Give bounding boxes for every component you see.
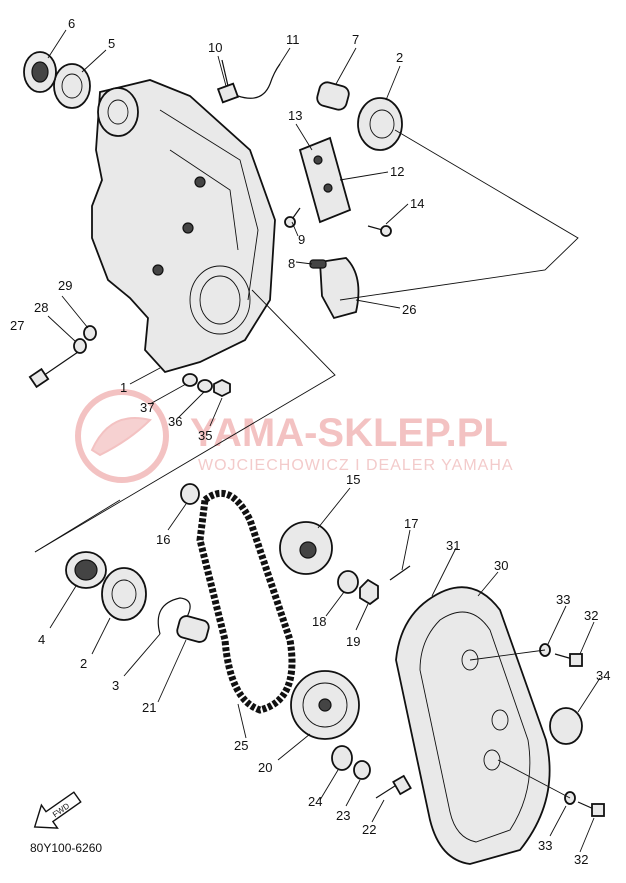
callout-14: 14 <box>410 196 424 211</box>
callout-3: 3 <box>112 678 119 693</box>
callout-10: 10 <box>208 40 222 55</box>
callout-17: 17 <box>404 516 418 531</box>
washer-part-28 <box>73 338 87 354</box>
callout-37: 37 <box>140 400 154 415</box>
callout-6: 6 <box>68 16 75 31</box>
callout-7: 7 <box>352 32 359 47</box>
washer-part-18 <box>337 570 359 594</box>
callout-28: 28 <box>34 300 48 315</box>
collar-part-21 <box>176 615 210 643</box>
callout-5: 5 <box>108 36 115 51</box>
callout-20: 20 <box>258 760 272 775</box>
washer-part-23 <box>353 760 371 780</box>
callout-26: 26 <box>402 302 416 317</box>
collar-part-7 <box>316 81 350 111</box>
callout-labels: 6 5 10 11 7 2 13 12 14 9 8 26 29 28 27 1… <box>10 16 610 867</box>
callout-18: 18 <box>312 614 326 629</box>
callout-15: 15 <box>346 472 360 487</box>
pin-part-8 <box>309 259 327 269</box>
washer-part-36 <box>197 379 213 393</box>
washer-part-37 <box>182 373 198 387</box>
callout-22: 22 <box>362 822 376 837</box>
nut-part-35 <box>213 378 231 398</box>
callout-36: 36 <box>168 414 182 429</box>
cap-part-34 <box>549 707 583 745</box>
bolt-part-22 <box>375 774 412 799</box>
callout-25: 25 <box>234 738 248 753</box>
callout-33b: 33 <box>538 838 552 853</box>
forward-arrow-icon: FWD <box>33 791 82 829</box>
sensor-part-10 <box>216 59 240 104</box>
callout-1: 1 <box>120 380 127 395</box>
callout-23: 23 <box>336 808 350 823</box>
bolt-part-9 <box>284 207 301 228</box>
seal-part-4 <box>65 551 107 589</box>
callout-27: 27 <box>10 318 24 333</box>
callout-32a: 32 <box>584 608 598 623</box>
ring-part-16 <box>180 483 200 505</box>
sprocket-part-20 <box>290 670 360 740</box>
bearing-part-2-upper <box>357 97 403 151</box>
washer-part-29 <box>83 325 97 341</box>
callout-34: 34 <box>596 668 610 683</box>
bearing-part-2-lower <box>101 567 147 621</box>
callout-2a: 2 <box>396 50 403 65</box>
bearing-part-5 <box>53 63 91 109</box>
watermark-title: YAMA-SKLEP.PL <box>190 411 508 455</box>
bolt-part-14 <box>367 225 392 237</box>
callout-16: 16 <box>156 532 170 547</box>
cotter-pin-part-17 <box>389 565 411 581</box>
nut-part-19 <box>359 578 379 606</box>
washer-part-24 <box>331 745 353 771</box>
tensioner-plate-part-12 <box>298 136 352 224</box>
watermark-logo <box>75 389 169 483</box>
sprocket-part-15 <box>279 521 333 575</box>
figure-code: 80Y100-6260 <box>30 841 102 855</box>
callout-29: 29 <box>58 278 72 293</box>
callout-19: 19 <box>346 634 360 649</box>
callout-33a: 33 <box>556 592 570 607</box>
callout-31: 31 <box>446 538 460 553</box>
bolt-part-27 <box>28 351 79 389</box>
tensioner-shoe-part-26 <box>319 257 360 320</box>
watermark-subtitle: WOJCIECHOWICZ I DEALER YAMAHA <box>198 457 514 474</box>
callout-35: 35 <box>198 428 212 443</box>
seal-part-6 <box>23 51 57 93</box>
callout-24: 24 <box>308 794 322 809</box>
drive-chain-part-25 <box>196 489 296 714</box>
hose-part-11 <box>237 63 281 99</box>
callout-11: 11 <box>286 32 300 47</box>
callout-2b: 2 <box>80 656 87 671</box>
callout-32b: 32 <box>574 852 588 867</box>
chaincase-housing <box>91 79 276 374</box>
bolt-part-32-lower <box>577 801 605 817</box>
callout-9: 9 <box>298 232 305 247</box>
leader-lines <box>47 29 601 853</box>
circlip-part-3 <box>157 597 191 635</box>
callout-30: 30 <box>494 558 508 573</box>
callout-12: 12 <box>390 164 404 179</box>
callout-8: 8 <box>288 256 295 271</box>
chaincase-cover-part-30 <box>395 586 551 865</box>
watermark: YAMA-SKLEP.PL WOJCIECHOWICZ I DEALER YAM… <box>75 389 514 483</box>
bolt-part-32-upper <box>554 653 583 667</box>
callout-4: 4 <box>38 632 45 647</box>
callout-13: 13 <box>288 108 302 123</box>
callout-21: 21 <box>142 700 156 715</box>
